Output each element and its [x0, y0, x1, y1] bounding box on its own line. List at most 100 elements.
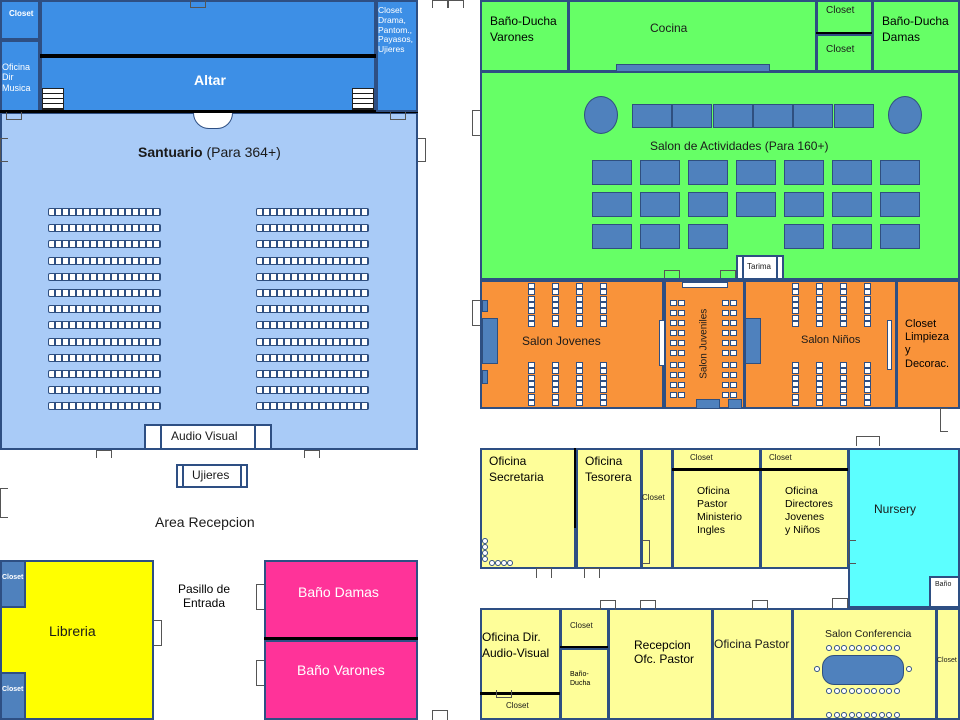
chair	[893, 712, 900, 718]
chair	[792, 283, 799, 289]
pew	[256, 208, 369, 216]
chair	[670, 340, 677, 346]
activity-table	[640, 160, 680, 185]
chair	[576, 399, 583, 406]
chair	[840, 393, 847, 400]
pew	[48, 240, 161, 249]
bano-ducha-damas-label: Baño-Ducha Damas	[882, 14, 949, 44]
long-table	[672, 104, 713, 128]
cocina-label: Cocina	[650, 21, 688, 35]
chair	[840, 314, 847, 321]
oficina-directores-label: Oficina Directores Jovenes y Niños	[785, 485, 833, 537]
room-closet-conferencia	[936, 608, 960, 720]
closet-limpieza-shelf	[887, 320, 892, 370]
chair	[864, 308, 871, 315]
door-swing	[584, 568, 600, 578]
room-closet-limpieza	[896, 280, 960, 409]
chair	[816, 387, 823, 394]
chair	[528, 380, 535, 387]
room-bano-ducha-damas	[872, 0, 960, 72]
chair	[670, 382, 677, 388]
chair	[489, 560, 495, 566]
pew	[48, 289, 161, 297]
chair	[792, 380, 799, 387]
activity-table	[736, 160, 776, 185]
chair	[576, 301, 583, 308]
altar-front-wall	[0, 110, 418, 113]
chair	[722, 392, 729, 398]
door-swing	[536, 568, 552, 578]
chair	[826, 645, 832, 651]
juveniles-desk	[745, 318, 761, 364]
pew	[256, 353, 369, 362]
chair	[495, 560, 501, 566]
chair	[730, 372, 737, 378]
chair	[600, 320, 607, 327]
chair	[552, 374, 559, 381]
tarima-label: Tarima	[747, 262, 772, 271]
chair	[906, 666, 912, 672]
chair	[864, 289, 871, 296]
chair	[864, 380, 871, 387]
pasillo-label: Pasillo de Entrada	[177, 582, 231, 610]
chair	[552, 283, 559, 289]
chair	[864, 374, 871, 381]
salon-actividades-label: Salon de Actividades (Para 160+)	[650, 139, 829, 153]
chair	[840, 295, 847, 302]
conference-table	[822, 655, 904, 685]
chair	[600, 380, 607, 387]
room-bano-nursery	[929, 576, 960, 608]
bano-nursery-label: Baño	[935, 581, 952, 588]
chair	[864, 393, 871, 400]
room-oficina-dir-musica	[0, 40, 40, 112]
chair	[816, 380, 823, 387]
chair	[600, 368, 607, 375]
chair	[722, 330, 729, 336]
activity-table	[784, 192, 824, 217]
chair	[730, 392, 737, 398]
chair	[792, 295, 799, 302]
activity-table	[640, 224, 680, 249]
bano-varones-label: Baño Varones	[297, 662, 385, 678]
closet-av-bottom-label: Closet	[506, 701, 529, 710]
door-swing	[256, 584, 264, 610]
chair	[878, 712, 885, 718]
activity-table	[736, 192, 776, 217]
chair	[552, 362, 559, 368]
altar-label: Altar	[194, 72, 226, 88]
activity-table	[832, 160, 872, 185]
chair	[507, 560, 513, 566]
chair	[848, 688, 855, 694]
chair	[792, 368, 799, 375]
chair	[678, 320, 685, 326]
round-table-left	[584, 96, 618, 134]
chair	[730, 310, 737, 316]
room-closet-libreria-top	[0, 560, 26, 608]
chair	[792, 301, 799, 308]
door-swing	[304, 450, 320, 458]
chair	[871, 688, 877, 694]
room-closet-drama	[376, 0, 418, 112]
audio-visual-label: Audio Visual	[171, 429, 238, 443]
chair	[816, 399, 823, 406]
chair	[722, 310, 729, 316]
room-altar-upper	[40, 0, 376, 56]
chair	[528, 283, 535, 289]
pew	[256, 386, 369, 395]
chair	[856, 645, 862, 651]
chair	[840, 320, 847, 327]
chair	[722, 372, 729, 378]
oficina-tesorera-label: Oficina Tesorera	[585, 454, 632, 484]
chair	[840, 380, 847, 387]
chair	[552, 308, 559, 315]
chair	[871, 645, 877, 651]
door-swing	[856, 436, 880, 446]
door-swing	[496, 690, 512, 698]
chair	[833, 645, 840, 651]
ujieres-desk	[176, 464, 248, 488]
chair	[576, 289, 583, 296]
chair	[552, 301, 559, 308]
activity-table	[880, 224, 920, 249]
chair	[792, 387, 799, 394]
chair	[864, 295, 871, 302]
